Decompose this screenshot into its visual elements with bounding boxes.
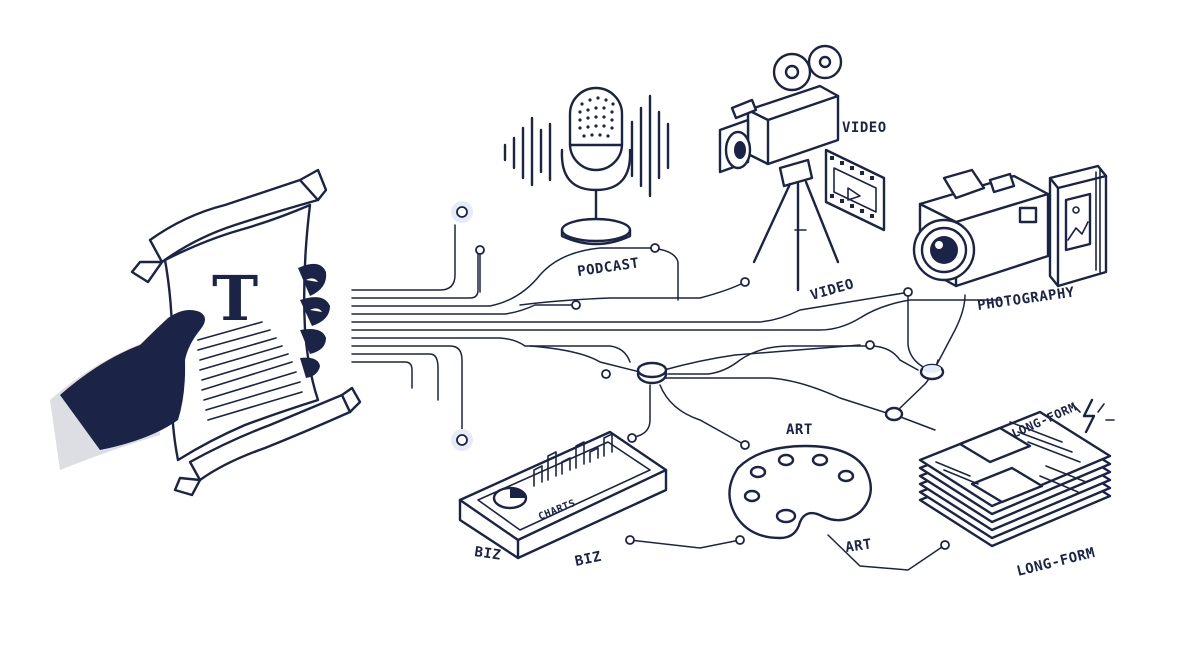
label-art-top: ART <box>786 422 813 438</box>
label-photography: PHOTOGRAPHY <box>976 284 1076 314</box>
palette-icon <box>728 444 872 540</box>
photo-hub-node <box>919 363 945 381</box>
film-strip-icon <box>824 148 886 232</box>
tablet-chart-icon <box>458 430 668 560</box>
photo-album-icon <box>1048 164 1108 288</box>
label-biz-right: BIZ <box>574 549 604 570</box>
microphone-icon <box>503 86 670 246</box>
hub-node <box>636 361 668 385</box>
label-video-top: VIDEO <box>842 120 887 136</box>
camera-icon <box>912 168 1050 288</box>
sound-wave-left <box>503 116 552 187</box>
longform-hub-node <box>884 406 904 422</box>
video-camera-icon <box>718 44 843 292</box>
bar-chart-bars <box>533 433 613 487</box>
label-art-bottom: ART <box>844 536 873 556</box>
circuit-nodes <box>451 201 950 550</box>
label-podcast: PODCAST <box>576 255 640 280</box>
scroll-bottom-roll <box>173 386 362 497</box>
label-longform-bottom: LONG-FORM <box>1015 545 1097 580</box>
pie-chart <box>492 486 528 510</box>
newspaper-stack-icon <box>918 410 1112 548</box>
scroll-group: T <box>50 168 362 497</box>
sound-wave-right <box>630 94 670 198</box>
mic-grille <box>578 96 615 138</box>
spark-icon <box>1071 398 1115 434</box>
label-video-bottom: VIDEO <box>809 276 856 304</box>
circuit-wires <box>351 224 1001 571</box>
scroll-top-roll <box>130 168 328 284</box>
scroll-letter: T <box>212 262 259 335</box>
hand-icon <box>60 263 330 450</box>
label-biz-left: BIZ <box>473 544 502 564</box>
scroll-text-lines <box>197 321 303 421</box>
